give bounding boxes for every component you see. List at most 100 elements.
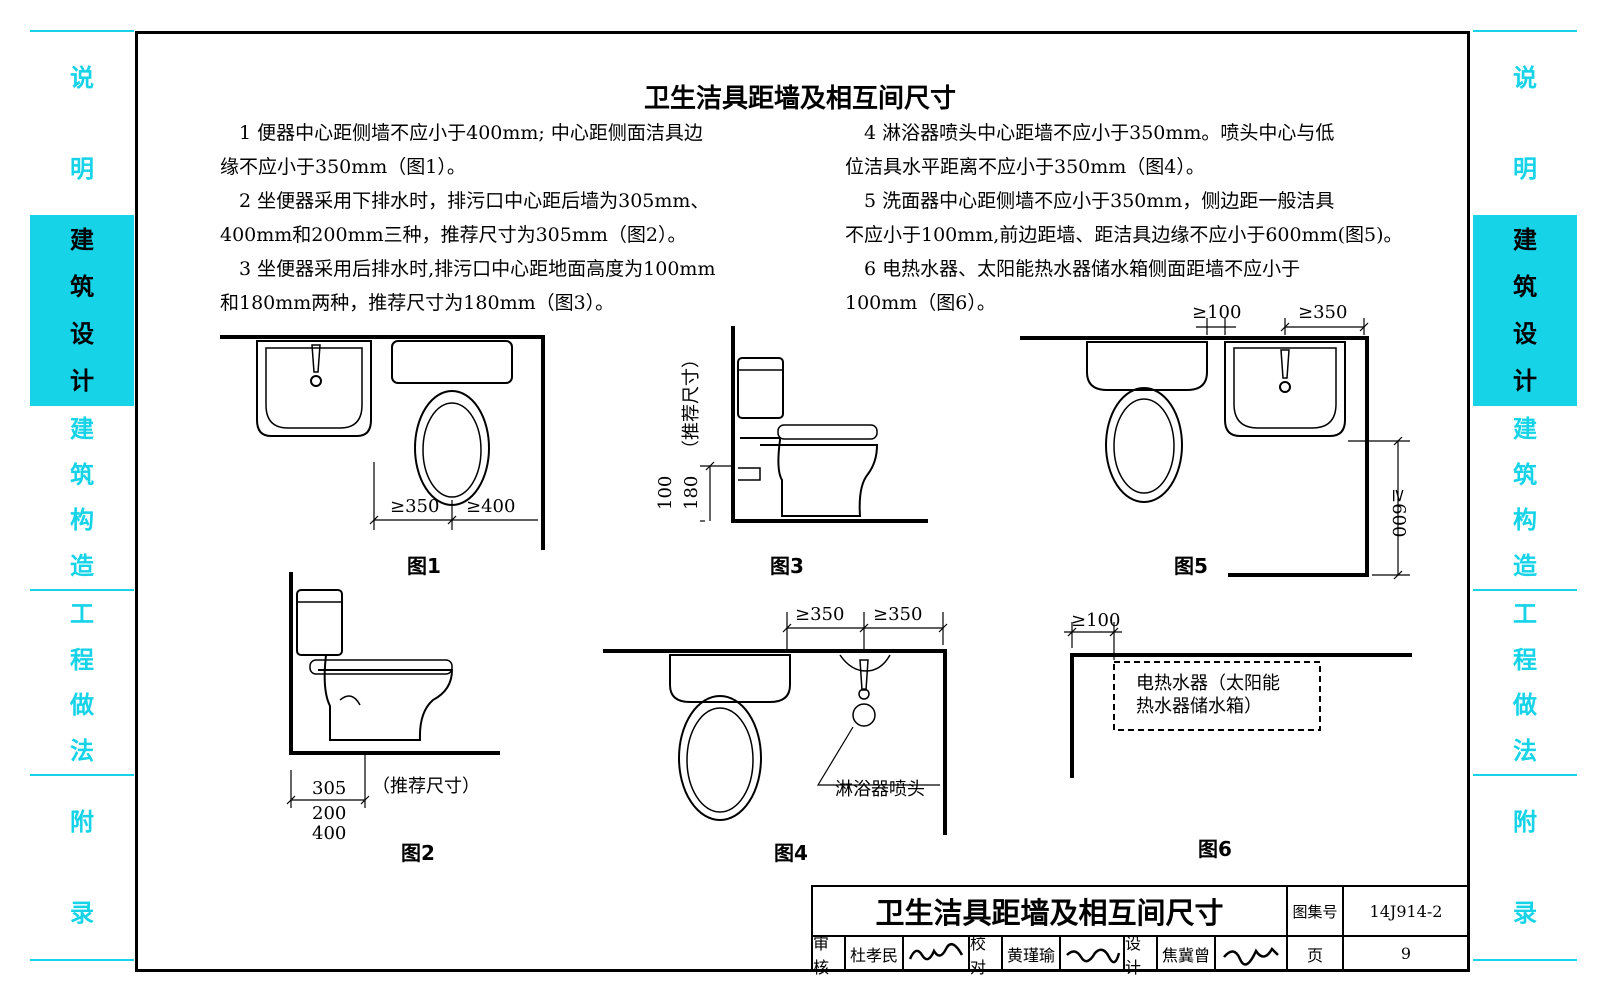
designer-name: 焦冀曾 [1156,935,1216,972]
sidebar-tab-char: 筑 [70,273,94,302]
fig5-dim-b: ≥350 [1298,302,1347,323]
fig4-dim-b: ≥350 [873,604,922,625]
sidebar-tab-char: 附 [70,807,94,836]
clause-line: 6 电热水器、太阳能热水器储水箱侧面距墙不应小于 [845,258,1301,280]
sidebar-tab-char: 筑 [70,460,94,489]
sidebar-tab-char: 建 [1513,226,1537,255]
fig4-callout: 淋浴器喷头 [835,779,925,800]
sidebar-tab-char: 构 [1513,506,1537,535]
clause-line: 4 淋浴器喷头中心距墙不应小于350mm。喷头中心与低 [845,122,1335,144]
clauses-right: 4 淋浴器喷头中心距墙不应小于350mm。喷头中心与低 位洁具水平距离不应小于3… [845,116,1403,320]
fig1-label: 图1 [407,554,441,578]
checker-name: 黄瑾瑜 [1001,935,1061,972]
figure-4 [603,612,948,835]
page-title: 卫生洁具距墙及相互间尺寸 [643,84,956,114]
clause-line: 400mm和200mm三种，推荐尺寸为305mm（图2）。 [220,224,687,246]
sidebar-tab-char: 造 [1513,552,1537,581]
sidebar-tab-5[interactable]: 附录 [1473,774,1577,961]
sidebar-tab-char: 做 [70,691,94,720]
clause-line: 5 洗面器中心距侧墙不应小于350mm，侧边距一般洁具 [845,190,1335,212]
sidebar-tab-char: 做 [1513,691,1537,720]
wall-line [289,572,500,755]
clause-line: 100mm（图6）。 [845,292,996,314]
sidebar-tab-5[interactable]: 附录 [30,774,134,961]
page-number: 9 [1342,935,1470,972]
sidebar-tab-char: 录 [1513,899,1537,928]
atlas-number: 14J914-2 [1342,885,1470,937]
wall-line [1020,336,1369,577]
title-block-title: 卫生洁具距墙及相互间尺寸 [811,885,1288,937]
sidebar-tab-4[interactable]: 工程做法 [30,589,134,774]
figure-3 [700,326,928,523]
atlas-label: 图集号 [1286,885,1344,937]
figure-1 [220,335,545,550]
left-sidebar: 说明建筑设计建筑构造工程做法附录 [30,30,134,961]
toilet-tank [669,654,791,703]
toilet-body [740,437,879,517]
fig3-dim-180: 180 [681,476,702,510]
sidebar-tab-char: 造 [70,552,94,581]
clause-line: 2 坐便器采用下排水时，排污口中心距后墙为305mm、 [220,190,710,212]
checker-role: 校对 [968,934,1003,977]
figure-5 [1020,318,1410,580]
checker-signature [1059,935,1125,972]
fig5-dim-c: ≥600 [1388,488,1409,537]
title-block: 卫生洁具距墙及相互间尺寸 图集号 14J914-2 审核 杜孝民 校对 黄瑾瑜 … [811,885,1470,977]
fig1-dim-b: ≥400 [466,496,515,517]
sidebar-tab-1[interactable]: 说明 [30,30,134,215]
fig6-label: 图6 [1198,837,1232,861]
sidebar-tab-1[interactable]: 说明 [1473,30,1577,215]
washbasin [256,340,372,437]
sidebar-tab-char: 程 [1513,645,1537,674]
sidebar-tab-2[interactable]: 建筑设计 [30,215,134,404]
clause-line: 3 坐便器采用后排水时,排污口中心距地面高度为100mm [220,258,716,280]
fig2-dim-alt1: 200 [312,803,346,824]
wall-line [731,326,928,523]
designer-role: 设计 [1123,934,1158,977]
clauses-left: 1 便器中心距侧墙不应小于400mm; 中心距侧面洁具边 缘不应小于350mm（… [220,116,715,320]
sidebar-tab-char: 工 [70,599,94,628]
sidebar-tab-3[interactable]: 建筑构造 [1473,404,1577,589]
sidebar-tab-char: 录 [70,899,94,928]
signature-mark [1066,948,1121,963]
fig2-dim-note: （推荐尺寸） [372,776,480,797]
sidebar-tab-char: 法 [70,737,94,766]
reviewer-signature [902,935,970,972]
signature-mark [908,942,964,960]
sidebar-tab-char: 建 [1513,414,1537,443]
toilet-tank [296,589,343,656]
sidebar-tab-char: 筑 [1513,273,1537,302]
fig4-label: 图4 [774,841,808,865]
fig2-dim-alt2: 400 [312,823,346,844]
drawing-frame [135,31,1470,972]
sidebar-tab-char: 设 [70,319,94,348]
sidebar-tab-3[interactable]: 建筑构造 [30,404,134,589]
sidebar-tab-char: 筑 [1513,460,1537,489]
shower-head [852,703,876,727]
fig6-dim-a: ≥100 [1071,610,1120,631]
wall-line [1070,653,1412,778]
wall-line [603,649,947,835]
page-label: 页 [1286,935,1344,972]
clause-line: 位洁具水平距离不应小于350mm（图4）。 [845,156,1205,178]
right-sidebar: 说明建筑设计建筑构造工程做法附录 [1473,30,1577,961]
fig5-label: 图5 [1174,554,1208,578]
sidebar-tab-char: 附 [1513,807,1537,836]
sidebar-tab-char: 明 [1513,155,1537,184]
sidebar-tab-char: 建 [70,414,94,443]
wall-line [220,335,545,550]
designer-signature [1214,935,1288,972]
sidebar-tab-4[interactable]: 工程做法 [1473,589,1577,774]
toilet-bowl [414,390,490,506]
toilet-body [306,654,454,741]
toilet-tank [1086,341,1208,391]
fig3-dim-100: 100 [655,476,676,510]
sidebar-tab-char: 构 [70,506,94,535]
water-heater-box [1113,661,1321,731]
clause-line: 1 便器中心距侧墙不应小于400mm; 中心距侧面洁具边 [220,122,703,144]
figure-6 [1064,622,1412,778]
clause-line: 和180mm两种，推荐尺寸为180mm（图3）。 [220,292,615,314]
sidebar-tab-char: 程 [70,645,94,674]
toilet-tank [737,357,784,419]
sidebar-tab-2[interactable]: 建筑设计 [1473,215,1577,404]
